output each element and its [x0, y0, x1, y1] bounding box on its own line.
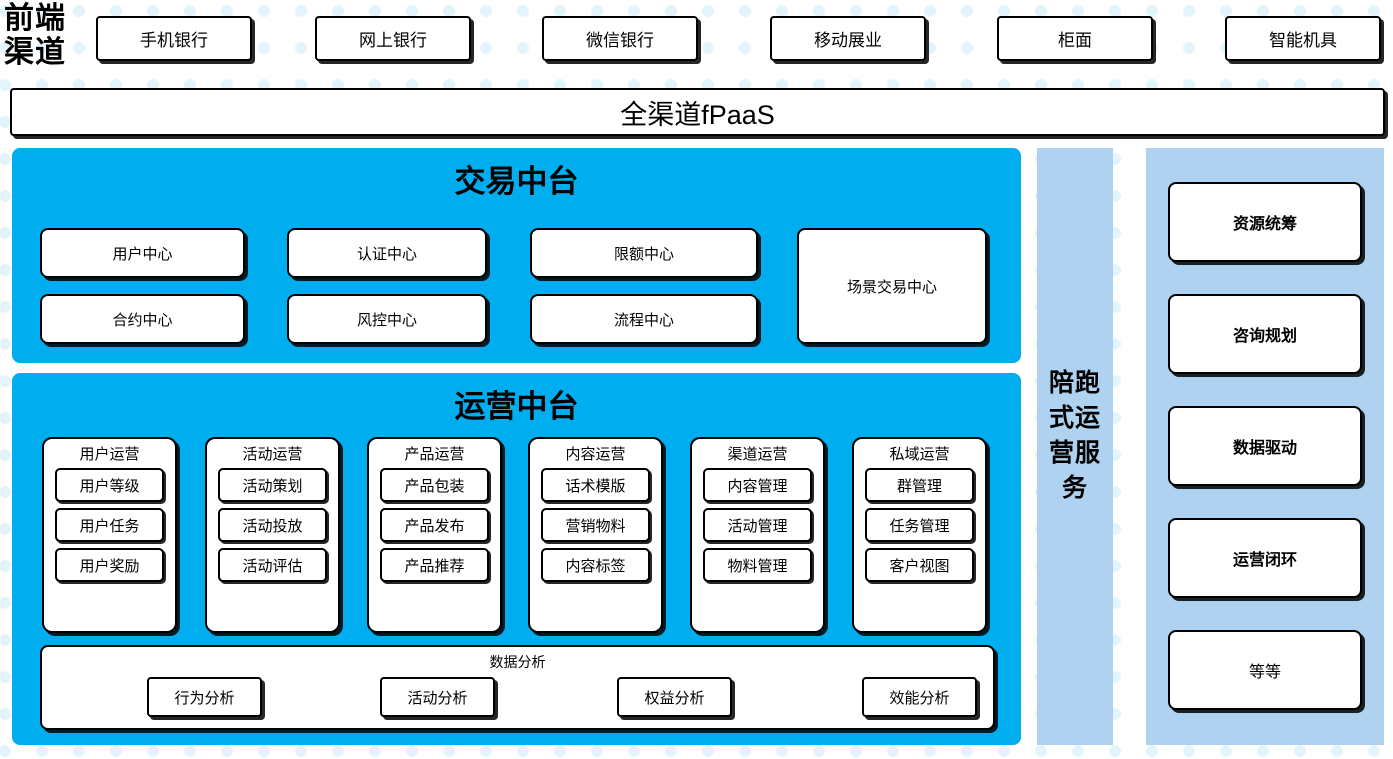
ops-item-3-2[interactable]: 产品发布: [380, 508, 489, 542]
channel-box-1[interactable]: 手机银行: [96, 16, 252, 61]
channel-box-3[interactable]: 微信银行: [542, 16, 698, 61]
ops-item-4-2[interactable]: 营销物料: [541, 508, 650, 542]
trade-platform-panel: 交易中台 用户中心认证中心限额中心合约中心风控中心流程中心场景交易中心: [12, 148, 1021, 363]
trade-center-box-5[interactable]: 风控中心: [287, 294, 487, 344]
ops-column-header: 活动运营: [242, 446, 303, 463]
capability-column: 资源统筹咨询规划数据驱动运营闭环等等: [1146, 148, 1384, 745]
ops-item-1-2[interactable]: 用户任务: [55, 508, 164, 542]
analysis-item-3[interactable]: 权益分析: [617, 677, 732, 717]
channel-box-2[interactable]: 网上银行: [315, 16, 471, 61]
ops-column-1[interactable]: 用户运营用户等级用户任务用户奖励: [42, 437, 177, 633]
capability-box-5[interactable]: 等等: [1168, 630, 1362, 710]
ops-column-header: 用户运营: [79, 446, 140, 463]
ops-item-1-3[interactable]: 用户奖励: [55, 548, 164, 582]
ops-item-5-2[interactable]: 活动管理: [703, 508, 812, 542]
data-analysis-header: 数据分析: [489, 654, 546, 670]
ops-column-header: 私域运营: [889, 446, 950, 463]
ops-item-3-3[interactable]: 产品推荐: [380, 548, 489, 582]
fpaas-bar: 全渠道fPaaS: [10, 88, 1385, 136]
ops-item-3-1[interactable]: 产品包装: [380, 468, 489, 502]
capability-box-4[interactable]: 运营闭环: [1168, 518, 1362, 598]
ops-column-4[interactable]: 内容运营话术模版营销物料内容标签: [528, 437, 663, 633]
ops-column-3[interactable]: 产品运营产品包装产品发布产品推荐: [367, 437, 502, 633]
ops-column-items: 用户等级用户任务用户奖励: [44, 465, 175, 582]
ops-column-6[interactable]: 私域运营群管理任务管理客户视图: [852, 437, 987, 633]
ops-column-5[interactable]: 渠道运营内容管理活动管理物料管理: [690, 437, 825, 633]
ops-column-items: 产品包装产品发布产品推荐: [369, 465, 500, 582]
ops-column-header: 产品运营: [404, 446, 465, 463]
capability-box-3[interactable]: 数据驱动: [1168, 406, 1362, 486]
trade-center-box-7[interactable]: 场景交易中心: [797, 228, 987, 344]
ops-item-4-1[interactable]: 话术模版: [541, 468, 650, 502]
ops-item-2-2[interactable]: 活动投放: [218, 508, 327, 542]
ops-column-items: 活动策划活动投放活动评估: [207, 465, 338, 582]
accompanying-service-column: 陪跑式运营服务: [1037, 148, 1113, 745]
trade-center-box-1[interactable]: 用户中心: [40, 228, 245, 278]
ops-column-items: 群管理任务管理客户视图: [854, 465, 985, 582]
ops-column-items: 话术模版营销物料内容标签: [530, 465, 661, 582]
analysis-item-4[interactable]: 效能分析: [862, 677, 977, 717]
ops-item-1-1[interactable]: 用户等级: [55, 468, 164, 502]
ops-item-6-2[interactable]: 任务管理: [865, 508, 974, 542]
ops-item-5-1[interactable]: 内容管理: [703, 468, 812, 502]
analysis-item-1[interactable]: 行为分析: [147, 677, 262, 717]
ops-column-2[interactable]: 活动运营活动策划活动投放活动评估: [205, 437, 340, 633]
ops-platform-title: 运营中台: [454, 389, 579, 424]
trade-center-box-3[interactable]: 限额中心: [530, 228, 758, 278]
ops-column-items: 内容管理活动管理物料管理: [692, 465, 823, 582]
ops-item-2-1[interactable]: 活动策划: [218, 468, 327, 502]
ops-item-2-3[interactable]: 活动评估: [218, 548, 327, 582]
data-analysis-group: 数据分析 行为分析 活动分析 权益分析 效能分析: [40, 645, 995, 730]
ops-item-6-1[interactable]: 群管理: [865, 468, 974, 502]
channel-box-4[interactable]: 移动展业: [770, 16, 926, 61]
trade-center-box-6[interactable]: 流程中心: [530, 294, 758, 344]
ops-column-header: 渠道运营: [727, 446, 788, 463]
trade-center-box-2[interactable]: 认证中心: [287, 228, 487, 278]
accompanying-service-label: 陪跑式运营服务: [1048, 369, 1101, 502]
ops-item-5-3[interactable]: 物料管理: [703, 548, 812, 582]
channel-box-6[interactable]: 智能机具: [1225, 16, 1381, 61]
ops-column-header: 内容运营: [565, 446, 626, 463]
front-channel-label: 前端渠道: [4, 2, 66, 69]
ops-item-6-3[interactable]: 客户视图: [865, 548, 974, 582]
channel-box-5[interactable]: 柜面: [997, 16, 1153, 61]
trade-center-box-4[interactable]: 合约中心: [40, 294, 245, 344]
analysis-item-2[interactable]: 活动分析: [380, 677, 495, 717]
trade-platform-title: 交易中台: [454, 164, 579, 199]
capability-box-2[interactable]: 咨询规划: [1168, 294, 1362, 374]
capability-box-1[interactable]: 资源统筹: [1168, 182, 1362, 262]
ops-item-4-3[interactable]: 内容标签: [541, 548, 650, 582]
